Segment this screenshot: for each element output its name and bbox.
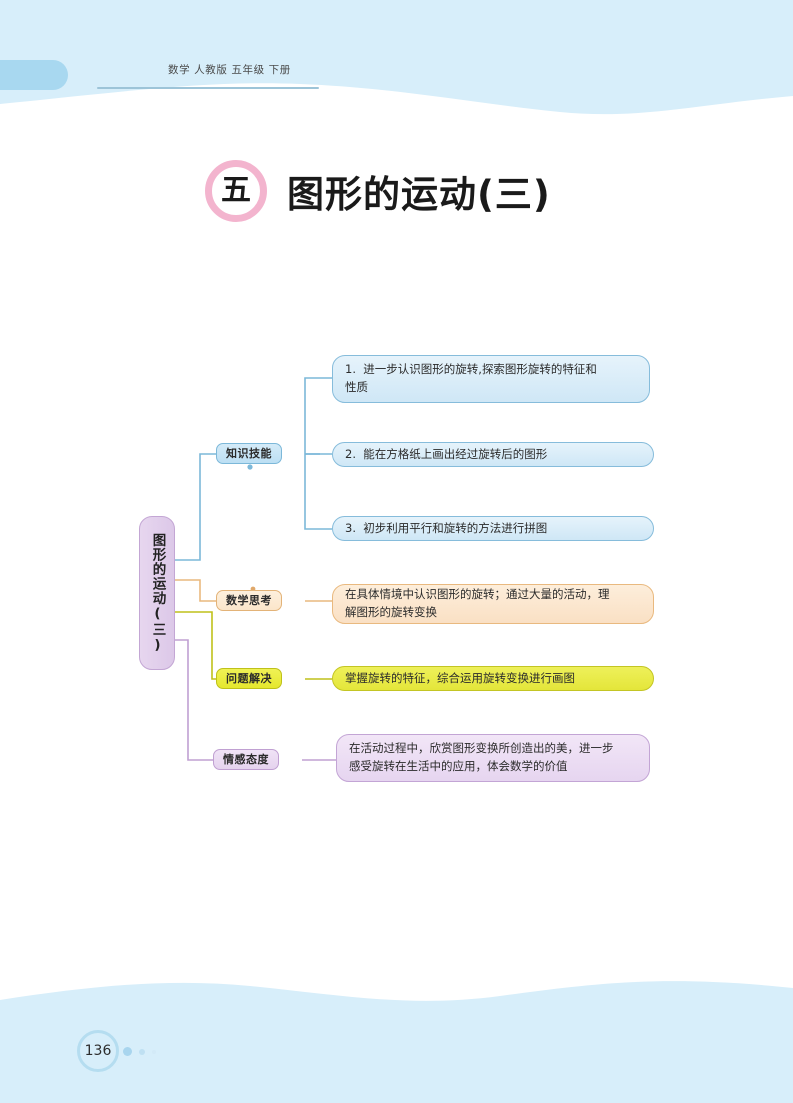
mindmap-item-attitude-1-text: 在活动过程中，欣赏图形变换所创造出的美，进一步 感受旋转在生活中的应用，体会数学… [349, 741, 614, 773]
mindmap-chip-problem-label: 问题解决 [226, 671, 272, 685]
mindmap-chip-knowledge-label: 知识技能 [226, 446, 272, 460]
mindmap-item-knowledge-2[interactable]: 2. 能在方格纸上画出经过旋转后的图形 [332, 442, 654, 467]
chapter-number: 五 [221, 173, 251, 208]
dot-3 [152, 1049, 156, 1054]
mindmap-item-knowledge-1[interactable]: 1. 进一步认识图形的旋转,探索图形旋转的特征和 性质 [332, 355, 650, 403]
dot-1 [123, 1047, 132, 1056]
mindmap-chip-attitude-label: 情感态度 [223, 752, 269, 766]
chapter-number-badge: 五 [205, 160, 267, 222]
mindmap-root-label: 图形的运动(三) [149, 532, 166, 654]
mindmap-item-knowledge-1-text: 1. 进一步认识图形的旋转,探索图形旋转的特征和 性质 [345, 362, 597, 394]
connector-root-thinking [175, 579, 216, 602]
chapter-name: 图形的运动(三) [287, 173, 551, 216]
mindmap-item-knowledge-2-text: 2. 能在方格纸上画出经过旋转后的图形 [345, 446, 548, 461]
connector-knowledge-item1 [304, 377, 332, 454]
dot-2 [139, 1048, 145, 1055]
connector-dot-knowledge [247, 464, 253, 470]
mindmap-item-thinking-1-text: 在具体情境中认识图形的旋转；通过大量的活动，理 解图形的旋转变换 [345, 587, 610, 619]
page-number: 136 [84, 1043, 112, 1059]
mindmap-item-thinking-1[interactable]: 在具体情境中认识图形的旋转；通过大量的活动，理 解图形的旋转变换 [332, 584, 654, 624]
page-number-ring: 136 [77, 1030, 119, 1072]
mindmap-item-knowledge-3[interactable]: 3. 初步利用平行和旋转的方法进行拼图 [332, 516, 654, 541]
connector-root-knowledge [175, 453, 216, 561]
mindmap-chip-attitude[interactable]: 情感态度 [213, 749, 279, 770]
footer-page-indicator: 136 [77, 1030, 156, 1072]
connector-root-attitude [175, 639, 213, 761]
mindmap-item-attitude-1[interactable]: 在活动过程中，欣赏图形变换所创造出的美，进一步 感受旋转在生活中的应用，体会数学… [336, 734, 650, 782]
mindmap-item-problem-1[interactable]: 掌握旋转的特征，综合运用旋转变换进行画图 [332, 666, 654, 691]
mindmap-item-problem-1-text: 掌握旋转的特征，综合运用旋转变换进行画图 [345, 670, 575, 685]
chapter-title: 五 图形的运动(三) [205, 160, 551, 222]
header-meta-text: 数学 人教版 五年级 下册 [168, 64, 291, 76]
page-decoration-dots [123, 1047, 156, 1056]
mindmap-item-knowledge-3-text: 3. 初步利用平行和旋转的方法进行拼图 [345, 520, 548, 535]
connector-knowledge-item3 [304, 454, 332, 530]
mindmap-chip-knowledge[interactable]: 知识技能 [216, 443, 282, 464]
mindmap-root-node[interactable]: 图形的运动(三) [139, 516, 175, 670]
header-rule [97, 87, 319, 89]
connector-root-problem [175, 611, 216, 680]
mindmap-chip-thinking[interactable]: 数学思考 [216, 590, 282, 611]
mindmap-chip-thinking-label: 数学思考 [226, 593, 272, 607]
mindmap-chip-problem[interactable]: 问题解决 [216, 668, 282, 689]
